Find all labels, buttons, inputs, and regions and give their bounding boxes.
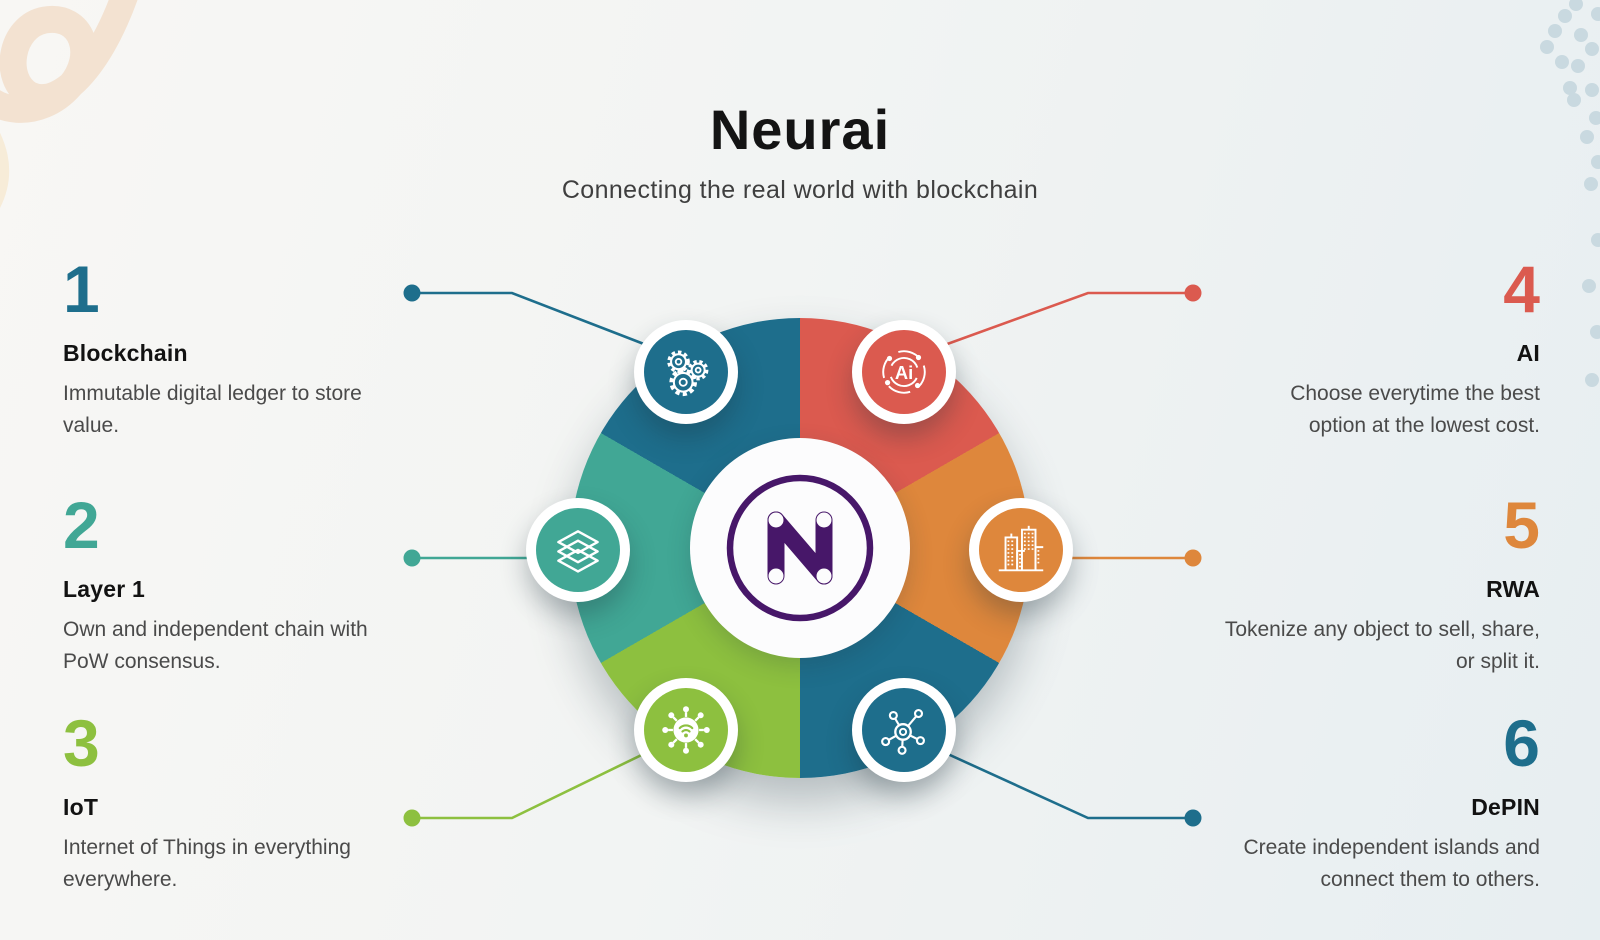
feature-number: 6 [1503,706,1540,780]
connector-iot [412,743,663,820]
feature-description-line: PoW consensus. [63,649,221,673]
feature-description-line: Choose everytime the best [1290,382,1540,405]
iot-wifi-icon [662,706,710,754]
buildings-icon [998,525,1044,572]
feature-description-line: Own and independent chain with [63,618,368,641]
feature-description-line: Internet of Things in everything [63,836,351,859]
satellite-ai: Ai [852,320,956,424]
feature-description-line: Immutable digital ledger to store [63,382,362,405]
connector-dot-depin [1184,809,1202,827]
feature-title: IoT [63,794,99,820]
wheel-center [690,438,910,658]
feature-number: 5 [1503,488,1540,562]
gears-icon [667,350,709,397]
feature-layer1: 2 Layer 1 Own and independent chain with… [63,492,463,677]
feature-description: Internet of Things in everything everywh… [63,832,463,895]
network-icon [881,709,925,755]
feature-description: Own and independent chain with PoW conse… [63,614,463,677]
satellite-layer1-disc [536,508,620,592]
feature-description: Choose everytime the best option at the … [1140,378,1540,441]
feature-rwa: 5 RWA Tokenize any object to sell, share… [1140,492,1540,677]
feature-description: Immutable digital ledger to store value. [63,378,463,441]
feature-blockchain: 1 Blockchain Immutable digital ledger to… [63,256,463,441]
satellite-depin [852,678,956,782]
feature-title: DePIN [1471,794,1540,820]
feature-description-line: Tokenize any object to sell, share, [1224,618,1540,641]
satellite-blockchain-disc [644,330,728,414]
feature-description-line: everywhere. [63,867,178,891]
header: Neurai Connecting the real world with bl… [0,96,1600,205]
feature-title: Layer 1 [63,576,145,602]
satellite-ai-disc: Ai [862,330,946,414]
page-title: Neurai [709,98,891,161]
feature-title: Blockchain [63,340,188,366]
feature-title: AI [1516,340,1540,366]
ai-icon: Ai [882,350,926,394]
layers-icon [557,530,599,573]
satellite-depin-disc [862,688,946,772]
connector-depin [927,743,1193,820]
feature-depin: 6 DePIN Create independent islands and c… [1140,710,1540,895]
feature-ai: 4 AI Choose everytime the best option at… [1140,256,1540,441]
satellite-layer1 [526,498,630,602]
connector-blockchain [412,291,663,353]
page-subtitle: Connecting the real world with blockchai… [561,176,1039,205]
feature-number: 2 [63,488,100,562]
feature-title: RWA [1486,576,1540,602]
satellite-rwa [969,498,1073,602]
satellite-iot-disc [644,688,728,772]
connector-ai [927,291,1193,353]
feature-description-line: or split it. [1455,649,1540,673]
connector-dot-rwa [1184,549,1202,567]
feature-description-line: Create independent islands and [1243,836,1540,859]
feature-description: Tokenize any object to sell, share, or s… [1140,614,1540,677]
feature-number: 4 [1503,252,1540,326]
satellite-rwa-disc [979,508,1063,592]
ai-icon-text: Ai [895,362,913,383]
connector-dot-ai [1184,284,1202,302]
feature-number: 3 [63,706,100,780]
feature-description-line: option at the lowest cost. [1308,413,1540,437]
feature-iot: 3 IoT Internet of Things in everything e… [63,710,463,895]
connector-dot-blockchain [403,284,421,302]
neurai-logo-icon [726,474,874,622]
satellite-iot [634,678,738,782]
connector-dot-iot [403,809,421,827]
connector-dot-layer1 [403,549,421,567]
satellite-blockchain [634,320,738,424]
feature-number: 1 [63,252,100,326]
squiggle-decoration [0,0,138,208]
feature-description: Create independent islands and connect t… [1140,832,1540,895]
feature-description-line: connect them to others. [1320,867,1540,891]
feature-description-line: value. [63,413,120,437]
